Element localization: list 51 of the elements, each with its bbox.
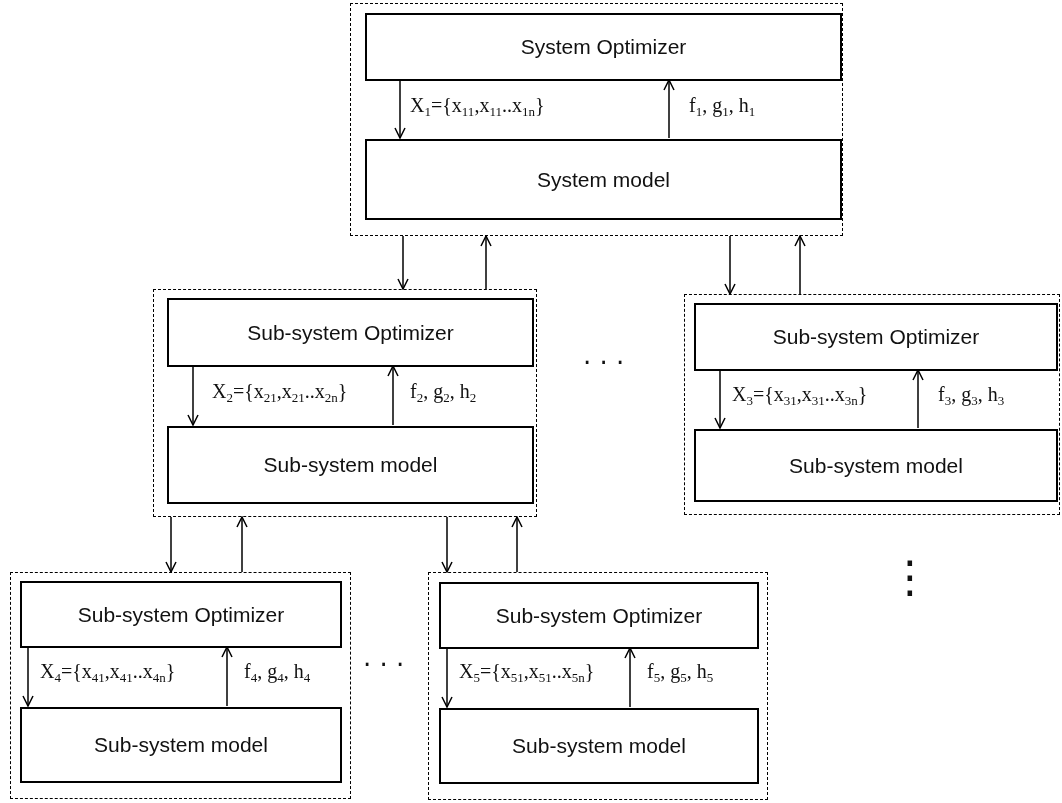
arrow [387,365,399,426]
process-box [694,303,1058,371]
edge-label: f$_{3}$, g$_{3}$, h$_{3}$ [936,383,1007,406]
box-label: Sub-system model [263,453,438,477]
box-label: Sub-system Optimizer [77,602,285,627]
box-label: System Optimizer [520,35,687,59]
box-label: Sub-system Optimizer [495,603,703,628]
arrow [397,235,409,290]
process-box [167,298,534,367]
arrow [394,79,406,139]
process-box [439,582,759,649]
box-label: Sub-system model [94,733,268,757]
edge-label: f$_{1}$, g$_{1}$, h$_{1}$ [687,94,758,117]
process-box [20,581,342,648]
process-box [20,707,342,783]
arrow [663,79,675,139]
dashed-group-box [684,294,1060,515]
arrow [187,365,199,426]
arrow [480,235,492,290]
arrow [441,647,453,708]
process-box [167,426,534,504]
ellipsis-label: · · · [363,652,405,678]
process-box [694,429,1058,502]
process-box [365,13,842,81]
arrow [221,646,233,707]
arrow [714,369,726,429]
process-box [365,139,842,220]
dashed-group-box [153,289,537,517]
arrow [165,516,177,573]
edge-label: f$_{5}$, g$_{5}$, h$_{5}$ [645,660,716,683]
arrow [22,646,34,707]
box-label: Sub-system Optimizer [772,325,980,349]
box-label: Sub-system Optimizer [247,320,454,345]
arrow [624,647,636,708]
box-label: System model [536,167,670,192]
arrow [511,516,523,573]
dashed-group-box [350,3,843,236]
arrow [724,235,736,295]
edge-label: f$_{2}$, g$_{2}$, h$_{2}$ [408,380,479,403]
arrow [912,369,924,429]
edge-label: f$_{4}$, g$_{4}$, h$_{4}$ [242,660,313,683]
dashed-group-box [428,572,768,800]
arrow [236,516,248,573]
box-label: Sub-system model [789,453,963,478]
ellipsis-label: · · · [583,350,625,376]
ellipsis-label: ⋮ [888,555,932,599]
arrow [441,516,453,573]
process-box [439,708,759,784]
arrow [794,235,806,295]
box-label: Sub-system model [512,734,686,758]
dashed-group-box [10,572,351,799]
